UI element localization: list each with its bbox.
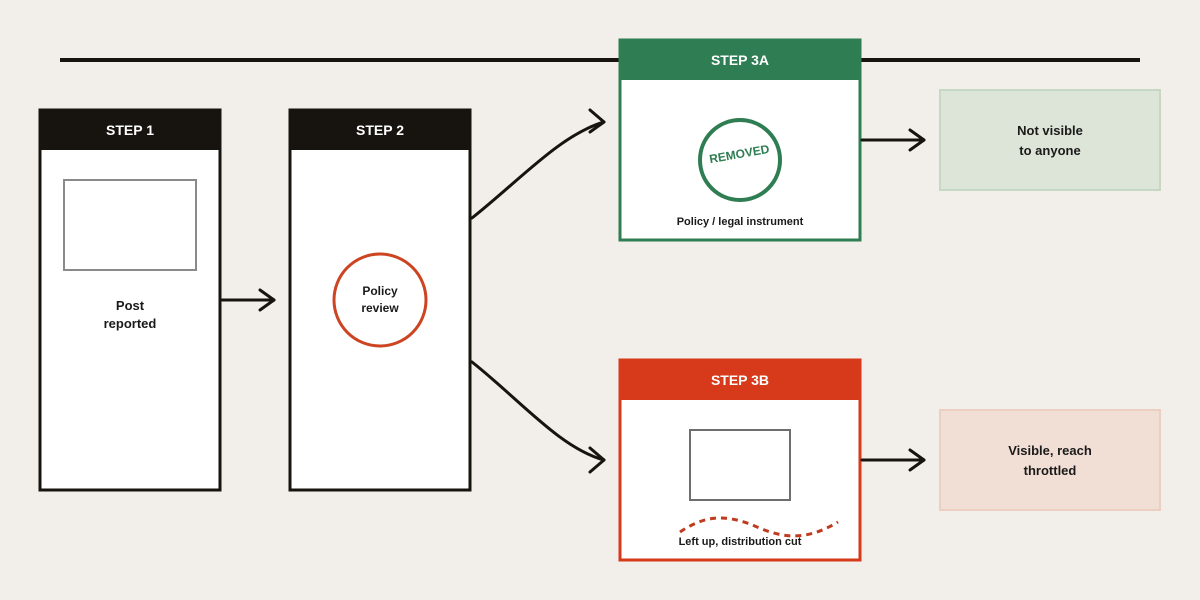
arrow-step2-step3b — [470, 360, 606, 474]
outcome-b-box: Visible, reach throttled — [939, 409, 1161, 511]
arrow-step2-step3a — [470, 108, 606, 220]
step1-header-bar — [40, 110, 220, 150]
step3b-post-placeholder — [689, 429, 791, 501]
policy-review-line1: Policy — [362, 284, 398, 298]
outcome-a-box: Not visible to anyone — [939, 89, 1161, 191]
outcome-a-line2: to anyone — [1019, 143, 1080, 158]
step1-header: STEP 1 — [106, 122, 154, 138]
step3b-card: STEP 3B Left up, distribution cut — [618, 358, 862, 562]
step3a-card: STEP 3A REMOVED Policy / legal instrumen… — [618, 38, 862, 242]
step3b-header-bar — [620, 360, 860, 400]
step1-post-placeholder — [63, 179, 197, 271]
step3a-caption: Policy / legal instrument — [677, 216, 804, 228]
arrow-step3b-outcome — [860, 448, 926, 472]
arrow-step1-step2 — [220, 288, 276, 312]
outcome-b-line2: throttled — [1024, 463, 1077, 478]
step3b-header: STEP 3B — [711, 372, 769, 388]
step1-card: STEP 1 Post reported — [38, 108, 222, 492]
policy-review-ring — [332, 252, 428, 348]
outcome-a-line1: Not visible — [1017, 123, 1083, 138]
step3a-header-bar — [620, 40, 860, 80]
step3b-caption: Left up, distribution cut — [679, 536, 802, 548]
arrow-step3a-outcome — [860, 128, 926, 152]
step1-label-line1: Post — [116, 298, 145, 313]
step1-frame — [38, 108, 222, 492]
step2-header-bar — [290, 110, 470, 150]
step1-label-line2: reported — [104, 316, 157, 331]
step2-header: STEP 2 — [356, 122, 404, 138]
policy-review-line2: review — [361, 301, 399, 315]
removed-stamp-ring — [698, 118, 782, 202]
outcome-b-line1: Visible, reach — [1008, 443, 1092, 458]
step2-card: STEP 2 Policy review — [288, 108, 472, 492]
reach-wave-line — [679, 516, 839, 538]
step3a-header: STEP 3A — [711, 52, 769, 68]
